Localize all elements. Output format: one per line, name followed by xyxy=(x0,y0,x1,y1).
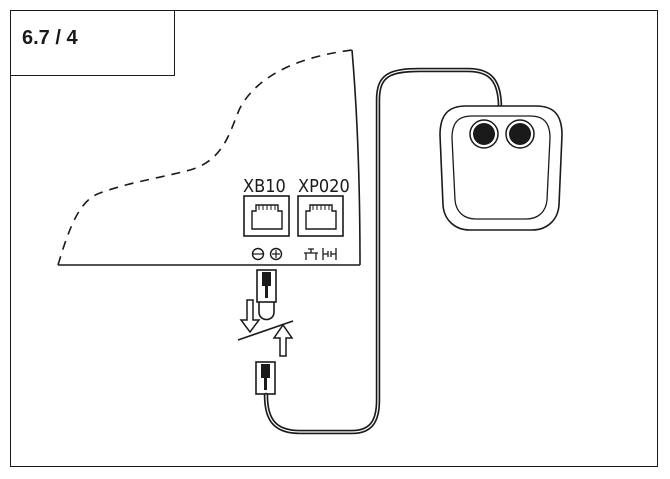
upper-rj-plug-icon xyxy=(256,269,277,321)
remote-sensor-device xyxy=(439,105,563,231)
swap-separator xyxy=(237,320,294,341)
device-type-symbol-icon xyxy=(304,248,337,260)
device-panel xyxy=(57,49,361,266)
port-label-xb10: XB10 xyxy=(243,176,286,197)
unplug-arrow-icon xyxy=(239,299,261,334)
plug-in-arrow-icon xyxy=(272,323,294,357)
lower-rj-plug-icon xyxy=(255,361,276,395)
input-output-symbol-icon xyxy=(251,247,283,261)
figure-label-box xyxy=(10,10,175,76)
diagram-frame xyxy=(10,10,658,467)
figure-label: 6.7 / 4 xyxy=(22,27,78,49)
port-label-xp020: XP020 xyxy=(298,176,350,197)
socket-xb10 xyxy=(243,195,290,237)
socket-xp020 xyxy=(297,195,344,237)
